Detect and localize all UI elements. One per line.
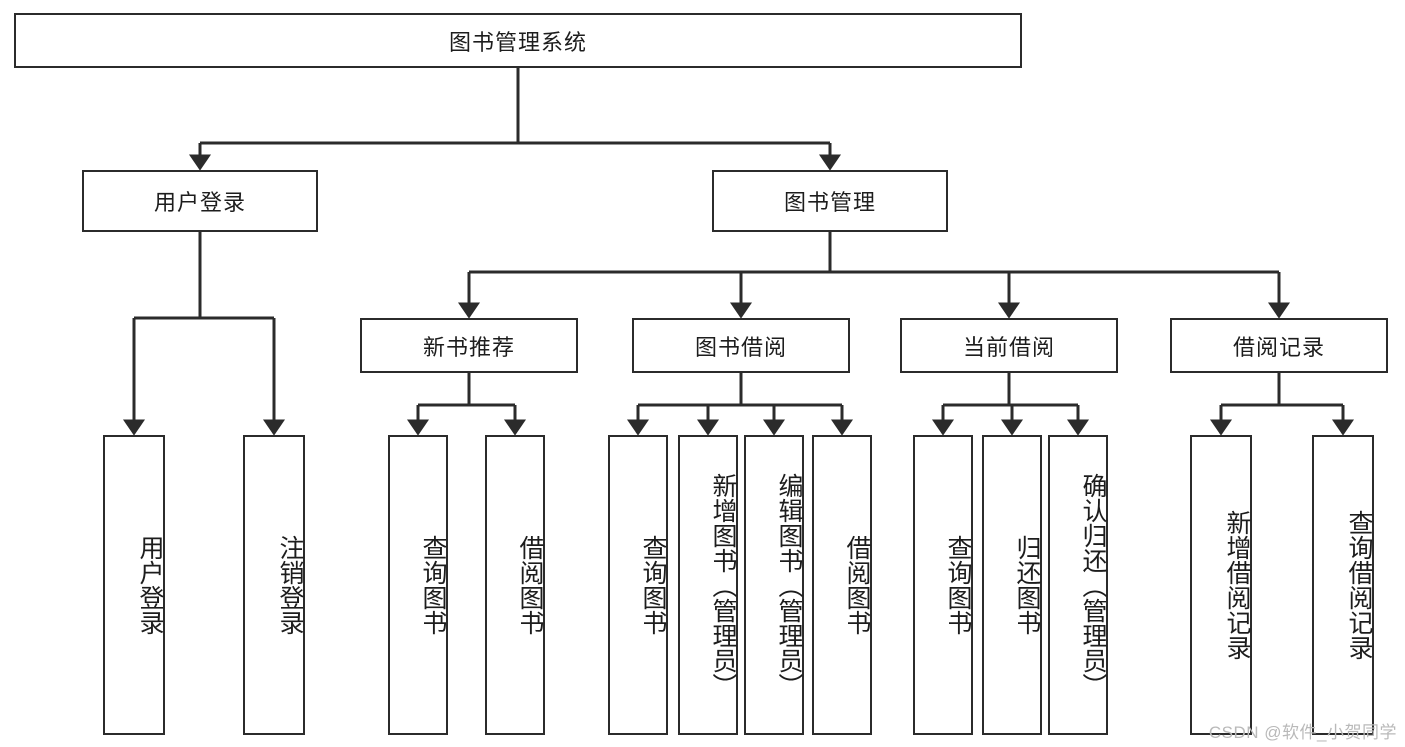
leaf-label: 查询图书 bbox=[639, 535, 667, 635]
leaf-label: 新增借阅记录 bbox=[1223, 510, 1251, 660]
leaf-logout[interactable]: 注销登录 bbox=[243, 435, 305, 735]
leaf-label: 借阅图书 bbox=[843, 535, 871, 635]
node-root[interactable]: 图书管理系统 bbox=[14, 13, 1022, 68]
leaf-edit-book-admin[interactable]: 编辑图书（管理员） bbox=[744, 435, 804, 735]
leaf-query-book[interactable]: 查询图书 bbox=[608, 435, 668, 735]
leaf-query-book-recommend[interactable]: 查询图书 bbox=[388, 435, 448, 735]
node-borrow-record[interactable]: 借阅记录 bbox=[1170, 318, 1388, 373]
leaf-user-login[interactable]: 用户登录 bbox=[103, 435, 165, 735]
leaf-borrow-book-recommend[interactable]: 借阅图书 bbox=[485, 435, 545, 735]
node-borrow-record-label: 借阅记录 bbox=[1232, 334, 1325, 360]
node-new-book-recommend[interactable]: 新书推荐 bbox=[360, 318, 578, 373]
node-book-borrow-label: 图书借阅 bbox=[694, 334, 787, 360]
node-root-label: 图书管理系统 bbox=[448, 29, 587, 55]
leaf-label: 归还图书 bbox=[1013, 535, 1041, 635]
node-current-borrow[interactable]: 当前借阅 bbox=[900, 318, 1118, 373]
node-current-borrow-label: 当前借阅 bbox=[962, 334, 1055, 360]
leaf-label: 确认归还（管理员） bbox=[1079, 472, 1107, 698]
leaf-label: 新增图书（管理员） bbox=[709, 472, 737, 698]
leaf-label: 查询借阅记录 bbox=[1345, 510, 1373, 660]
leaf-label: 注销登录 bbox=[276, 535, 304, 635]
node-book-borrow[interactable]: 图书借阅 bbox=[632, 318, 850, 373]
leaf-label: 查询图书 bbox=[419, 535, 447, 635]
leaf-confirm-return-admin[interactable]: 确认归还（管理员） bbox=[1048, 435, 1108, 735]
leaf-add-borrow-record[interactable]: 新增借阅记录 bbox=[1190, 435, 1252, 735]
leaf-borrow-book[interactable]: 借阅图书 bbox=[812, 435, 872, 735]
leaf-add-book-admin[interactable]: 新增图书（管理员） bbox=[678, 435, 738, 735]
leaf-return-book[interactable]: 归还图书 bbox=[982, 435, 1042, 735]
leaf-label: 用户登录 bbox=[136, 535, 164, 635]
leaf-label: 编辑图书（管理员） bbox=[775, 472, 803, 698]
watermark: CSDN @软件_小贺同学 bbox=[1208, 723, 1397, 742]
leaf-query-borrow-record[interactable]: 查询借阅记录 bbox=[1312, 435, 1374, 735]
node-book-management[interactable]: 图书管理 bbox=[712, 170, 948, 232]
node-user-login-label: 用户登录 bbox=[153, 190, 246, 215]
node-user-login[interactable]: 用户登录 bbox=[82, 170, 318, 232]
leaf-label: 查询图书 bbox=[944, 535, 972, 635]
node-new-book-recommend-label: 新书推荐 bbox=[422, 334, 515, 360]
leaf-label: 借阅图书 bbox=[516, 535, 544, 635]
leaf-query-book-current[interactable]: 查询图书 bbox=[913, 435, 973, 735]
node-book-management-label: 图书管理 bbox=[783, 190, 876, 215]
